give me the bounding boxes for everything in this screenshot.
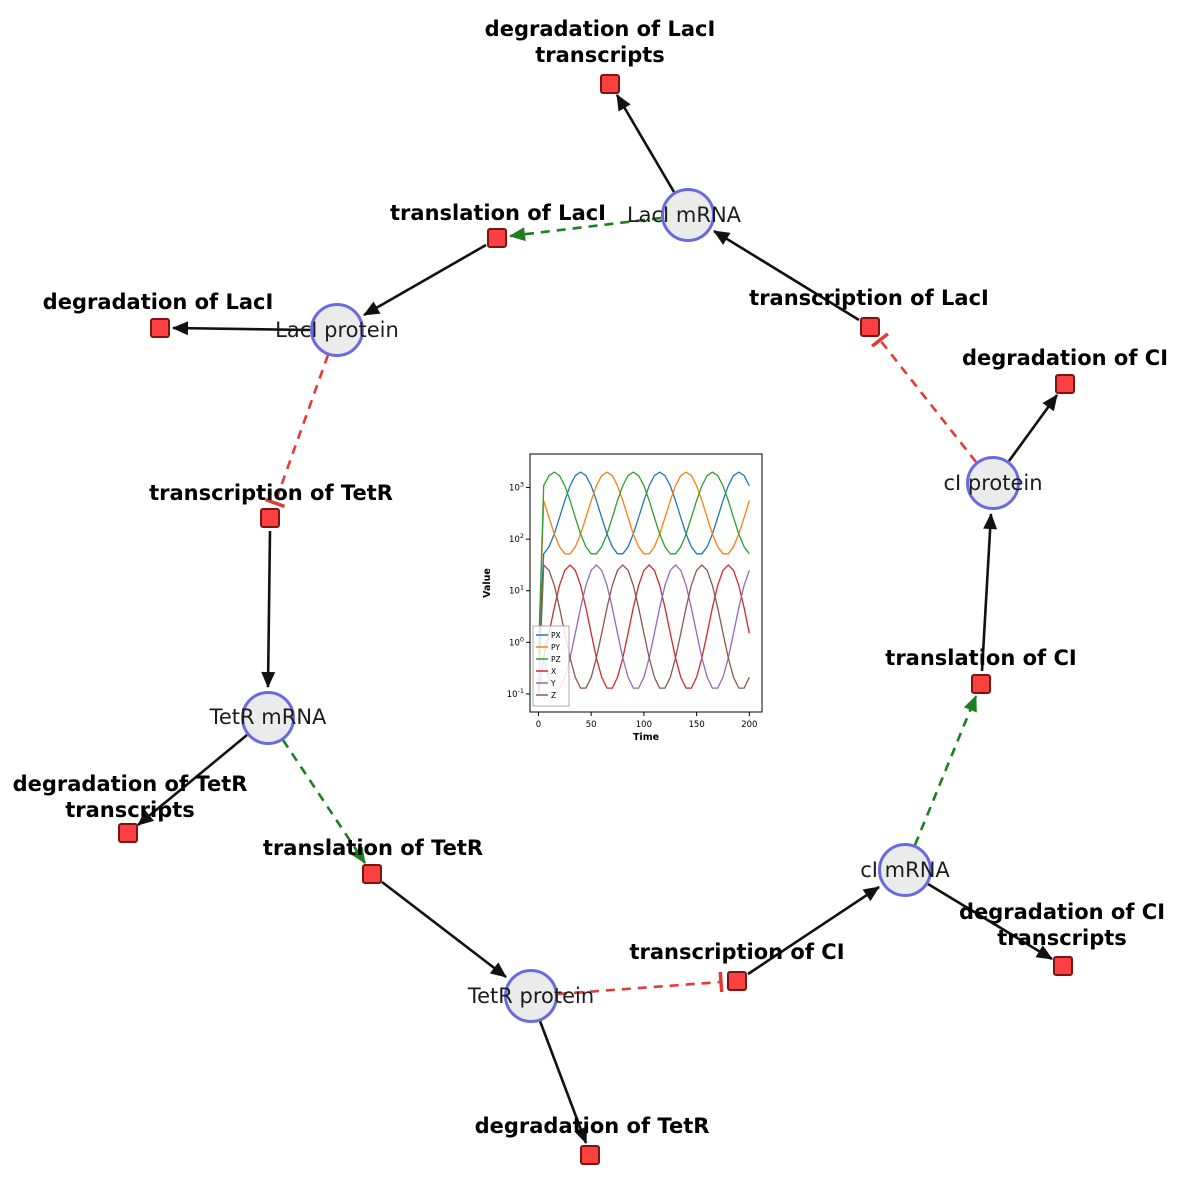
reaction-label-transcription-of-ci: transcription of CI: [629, 939, 845, 964]
svg-text:10-1: 10-1: [507, 687, 524, 700]
species-label-tetr-protein: TetR protein: [467, 984, 595, 1008]
svg-text:Value: Value: [482, 568, 493, 598]
reaction-label-translation-of-ci: translation of CI: [885, 645, 1077, 670]
svg-text:150: 150: [689, 720, 705, 730]
reaction-label-degradation-of-tetr-transcripts: degradation of TetR transcripts: [12, 771, 248, 822]
reaction-node-degradation-of-laci-transcripts[interactable]: [600, 74, 620, 94]
reaction-node-transcription-of-ci[interactable]: [727, 971, 747, 991]
svg-text:101: 101: [509, 584, 524, 597]
svg-text:0: 0: [536, 720, 541, 730]
edge-translation-of-laci-to-laci-protein: [363, 243, 487, 317]
reaction-label-degradation-of-ci: degradation of CI: [961, 345, 1169, 370]
reaction-label-degradation-of-laci-transcripts: degradation of LacI transcripts: [484, 16, 716, 67]
species-node-tetr-protein[interactable]: [504, 969, 558, 1023]
svg-text:Y: Y: [550, 679, 556, 688]
svg-text:200: 200: [741, 720, 757, 730]
svg-text:100: 100: [509, 635, 524, 648]
reaction-node-degradation-of-tetr-transcripts[interactable]: [118, 823, 138, 843]
reaction-node-degradation-of-ci[interactable]: [1055, 374, 1075, 394]
svg-text:103: 103: [509, 481, 524, 494]
reaction-label-transcription-of-tetr: transcription of TetR: [149, 480, 393, 505]
species-node-laci-mrna[interactable]: [661, 188, 715, 242]
species-node-laci-protein[interactable]: [310, 303, 364, 357]
svg-text:PY: PY: [551, 643, 560, 652]
reaction-node-translation-of-tetr[interactable]: [362, 864, 382, 884]
reaction-label-transcription-of-laci: transcription of LacI: [749, 285, 989, 310]
reaction-label-translation-of-tetr: translation of TetR: [262, 835, 484, 860]
reaction-node-degradation-of-tetr[interactable]: [580, 1145, 600, 1165]
svg-text:PX: PX: [551, 631, 561, 640]
species-label-laci-protein: LacI protein: [275, 318, 399, 342]
species-label-ci-protein: cI protein: [943, 471, 1043, 495]
edge-ci-protein-to-degradation-of-ci: [1007, 394, 1059, 462]
reaction-node-degradation-of-laci[interactable]: [150, 318, 170, 338]
reaction-label-translation-of-laci: translation of LacI: [390, 200, 606, 225]
svg-text:100: 100: [636, 720, 652, 730]
edge-transcription-of-tetr-to-tetr-mrna: [261, 530, 276, 688]
reaction-label-degradation-of-laci: degradation of LacI: [42, 289, 274, 314]
species-label-tetr-mrna: TetR mRNA: [209, 705, 327, 729]
species-node-ci-protein[interactable]: [966, 456, 1020, 510]
svg-text:X: X: [551, 667, 556, 676]
reaction-node-transcription-of-tetr[interactable]: [260, 508, 280, 528]
reaction-node-degradation-of-ci-transcripts[interactable]: [1053, 956, 1073, 976]
svg-text:50: 50: [586, 720, 597, 730]
reaction-node-translation-of-ci[interactable]: [971, 674, 991, 694]
edge-ci-mrna-modifier-translation-of-ci: [913, 695, 978, 846]
species-node-tetr-mrna[interactable]: [241, 691, 295, 745]
svg-text:Z: Z: [551, 691, 556, 700]
reaction-label-degradation-of-ci-transcripts: degradation of CI transcripts: [958, 899, 1166, 950]
species-label-laci-mrna: LacI mRNA: [626, 203, 742, 227]
species-label-ci-mrna: cI mRNA: [860, 858, 950, 882]
species-node-ci-mrna[interactable]: [878, 843, 932, 897]
svg-text:PZ: PZ: [551, 655, 561, 664]
reaction-node-transcription-of-laci[interactable]: [860, 317, 880, 337]
reaction-node-translation-of-laci[interactable]: [487, 228, 507, 248]
edge-laci-mrna-to-degradation-of-laci-transcripts: [615, 94, 676, 193]
svg-text:102: 102: [509, 532, 524, 545]
edge-translation-of-tetr-to-tetr-protein: [381, 880, 507, 979]
svg-text:Time: Time: [633, 732, 659, 743]
reaction-label-degradation-of-tetr: degradation of TetR: [474, 1113, 710, 1138]
